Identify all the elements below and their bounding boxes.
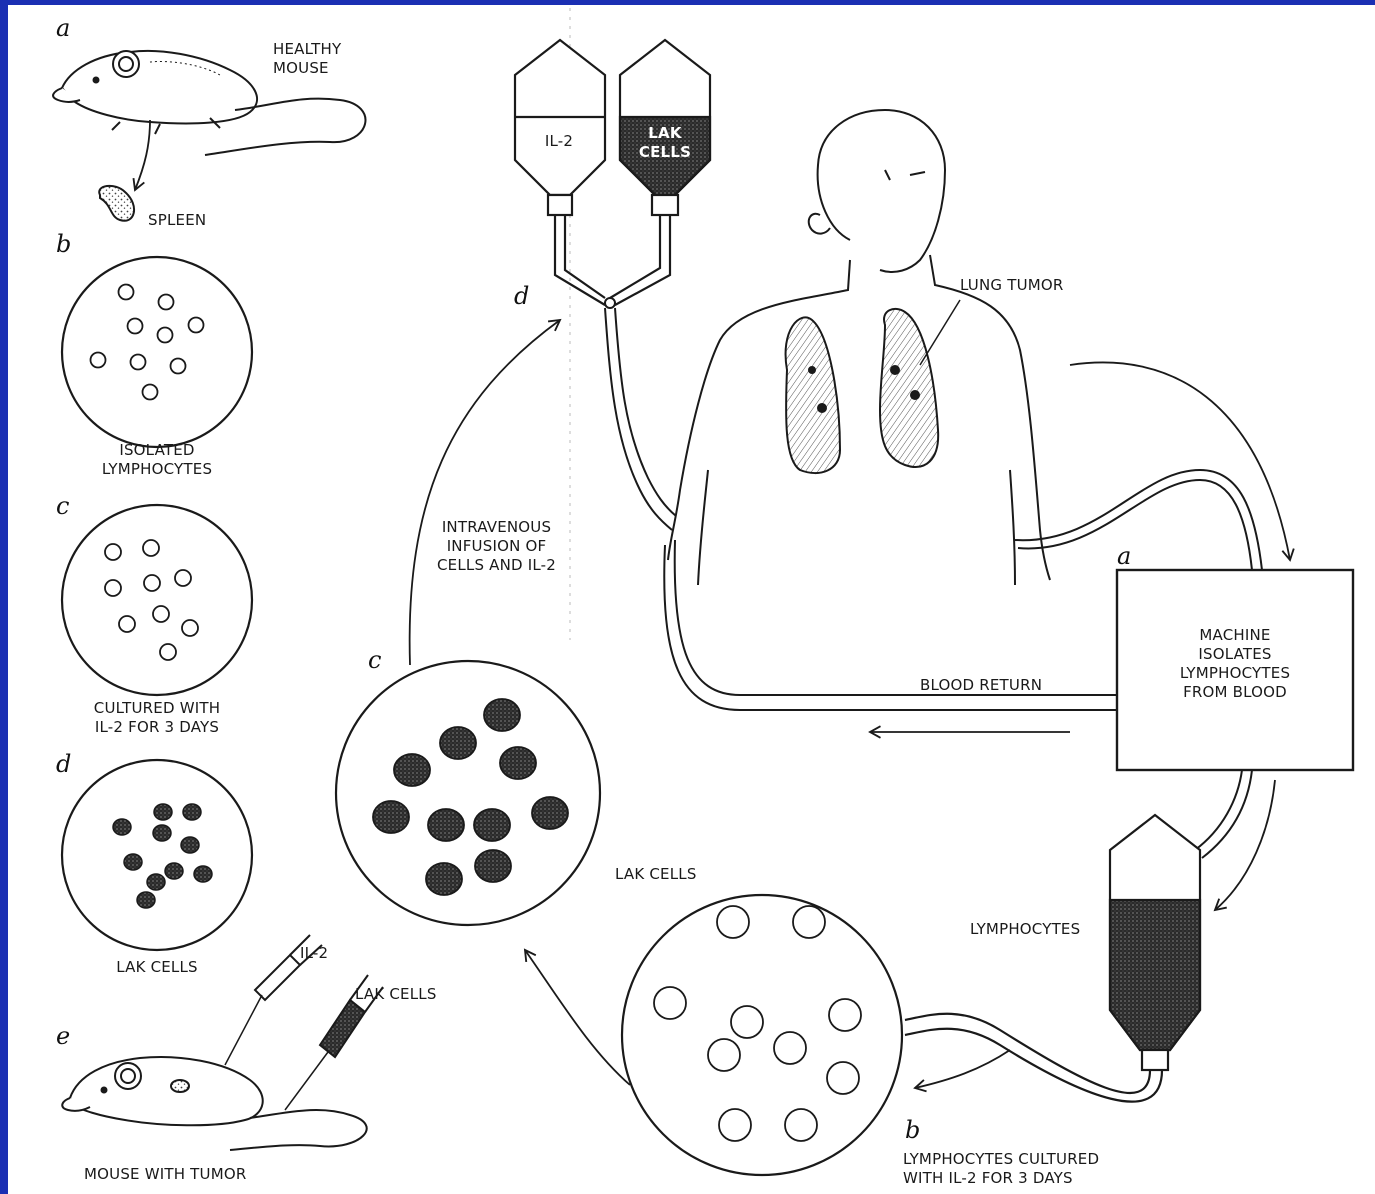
lymphocytes-cultured-label: LYMPHOCYTES CULTURED WITH IL-2 FOR 3 DAY… (903, 1150, 1099, 1188)
step-a-left: a (56, 16, 70, 40)
lymphocytes-bag-icon (905, 815, 1200, 1102)
il2-syringe-label: IL-2 (300, 944, 328, 963)
lak-syringe-label: LAK CELLS (355, 985, 437, 1004)
intravenous-infusion-label: INTRAVENOUS INFUSION OF CELLS AND IL-2 (437, 518, 556, 575)
healthy-mouse-label: HEALTHY MOUSE (273, 40, 341, 78)
cultured-with-il2-label: CULTURED WITH IL-2 FOR 3 DAYS (62, 699, 252, 737)
il2-bag-icon (515, 40, 605, 305)
lak-to-infusion-arrow (410, 320, 560, 665)
step-e-left: e (56, 1024, 70, 1048)
mouse-with-tumor-icon (62, 1057, 366, 1150)
step-c-left: c (56, 494, 69, 518)
patient-figure (668, 110, 1050, 585)
lak-cells-dish-large (336, 661, 600, 925)
cultured-lymphocytes-dish (62, 505, 252, 695)
isolated-lymphocytes-label: ISOLATED LYMPHOCYTES (72, 441, 242, 479)
mouse-with-tumor-label: MOUSE WITH TUMOR (84, 1165, 246, 1184)
isolated-lymphocytes-dish (62, 257, 252, 447)
step-b-left: b (56, 232, 71, 256)
step-a-right: a (1117, 544, 1131, 568)
culture-to-lak-arrow (525, 950, 630, 1085)
blood-return-tube (664, 540, 1117, 710)
iv-tube (605, 298, 676, 530)
mouse-to-spleen-arrow (135, 120, 150, 190)
blood-out-arrow (1070, 362, 1290, 560)
lak-cells-left-label: LAK CELLS (82, 958, 232, 977)
lak-bag-icon (610, 40, 710, 305)
bag-to-culture-arrow (915, 1050, 1010, 1088)
lung-tumor-label: LUNG TUMOR (960, 276, 1064, 295)
spleen-label: SPLEEN (148, 211, 206, 230)
step-d-left: d (56, 752, 71, 776)
blood-out-tube (1015, 470, 1262, 570)
lak-bag-label: LAK CELLS (634, 124, 696, 162)
machine-label: MACHINE ISOLATES LYMPHOCYTES FROM BLOOD (1120, 626, 1350, 702)
lymphocytes-bag-label: LYMPHOCYTES (970, 920, 1080, 939)
il2-bag-label: IL-2 (528, 132, 590, 151)
lak-cells-center-label: LAK CELLS (615, 865, 697, 884)
blood-return-label: BLOOD RETURN (920, 676, 1042, 695)
cultured-lymphocytes-dish-large (622, 895, 902, 1175)
spleen-icon (99, 186, 134, 221)
lak-cells-dish-left (62, 760, 252, 950)
step-d-right: d (514, 284, 529, 308)
step-b-right: b (905, 1118, 920, 1142)
machine-to-bag-tube (1195, 770, 1252, 858)
step-c-right: c (368, 648, 381, 672)
